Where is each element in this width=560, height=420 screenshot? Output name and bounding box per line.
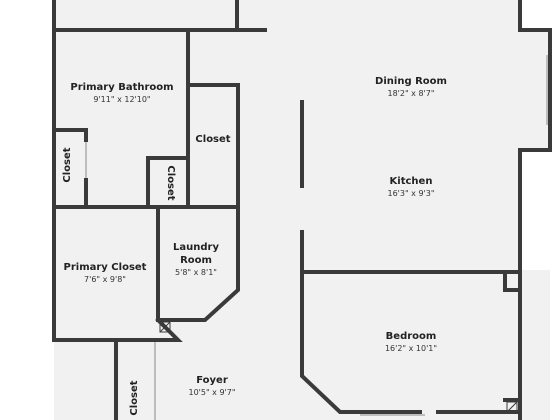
bedroom-dims: 16'2" x 10'1" bbox=[385, 344, 437, 353]
dining-room-label: Dining Room bbox=[375, 76, 447, 87]
bedroom-label: Bedroom bbox=[386, 331, 437, 342]
walls bbox=[52, 0, 552, 420]
dining-room-dims: 18'2" x 8'7" bbox=[387, 89, 434, 98]
laundry-room-label-line2: Room bbox=[180, 255, 212, 266]
foyer-closet-label: Closet bbox=[129, 380, 140, 415]
room-labels: Dining Room 18'2" x 8'7" Kitchen 16'3" x… bbox=[62, 76, 447, 416]
kitchen-label: Kitchen bbox=[390, 176, 433, 187]
bath-closet-left-label: Closet bbox=[62, 147, 73, 182]
primary-closet-label: Primary Closet bbox=[64, 262, 147, 273]
primary-bathroom-dims: 9'11" x 12'10" bbox=[93, 95, 150, 104]
kitchen-dims: 16'3" x 9'3" bbox=[387, 189, 434, 198]
floor-areas bbox=[54, 0, 550, 420]
hatch-marks bbox=[159, 321, 518, 413]
laundry-room-dims: 5'8" x 8'1" bbox=[175, 268, 217, 277]
primary-bathroom-label: Primary Bathroom bbox=[70, 82, 173, 93]
foyer-label: Foyer bbox=[196, 375, 228, 386]
foyer-dims: 10'5" x 9'7" bbox=[188, 388, 235, 397]
hall-closet-label: Closet bbox=[195, 134, 230, 145]
laundry-room-label-line1: Laundry bbox=[173, 242, 219, 253]
bath-closet-small-label: Closet bbox=[165, 165, 176, 200]
primary-closet-dims: 7'6" x 9'8" bbox=[84, 275, 126, 284]
